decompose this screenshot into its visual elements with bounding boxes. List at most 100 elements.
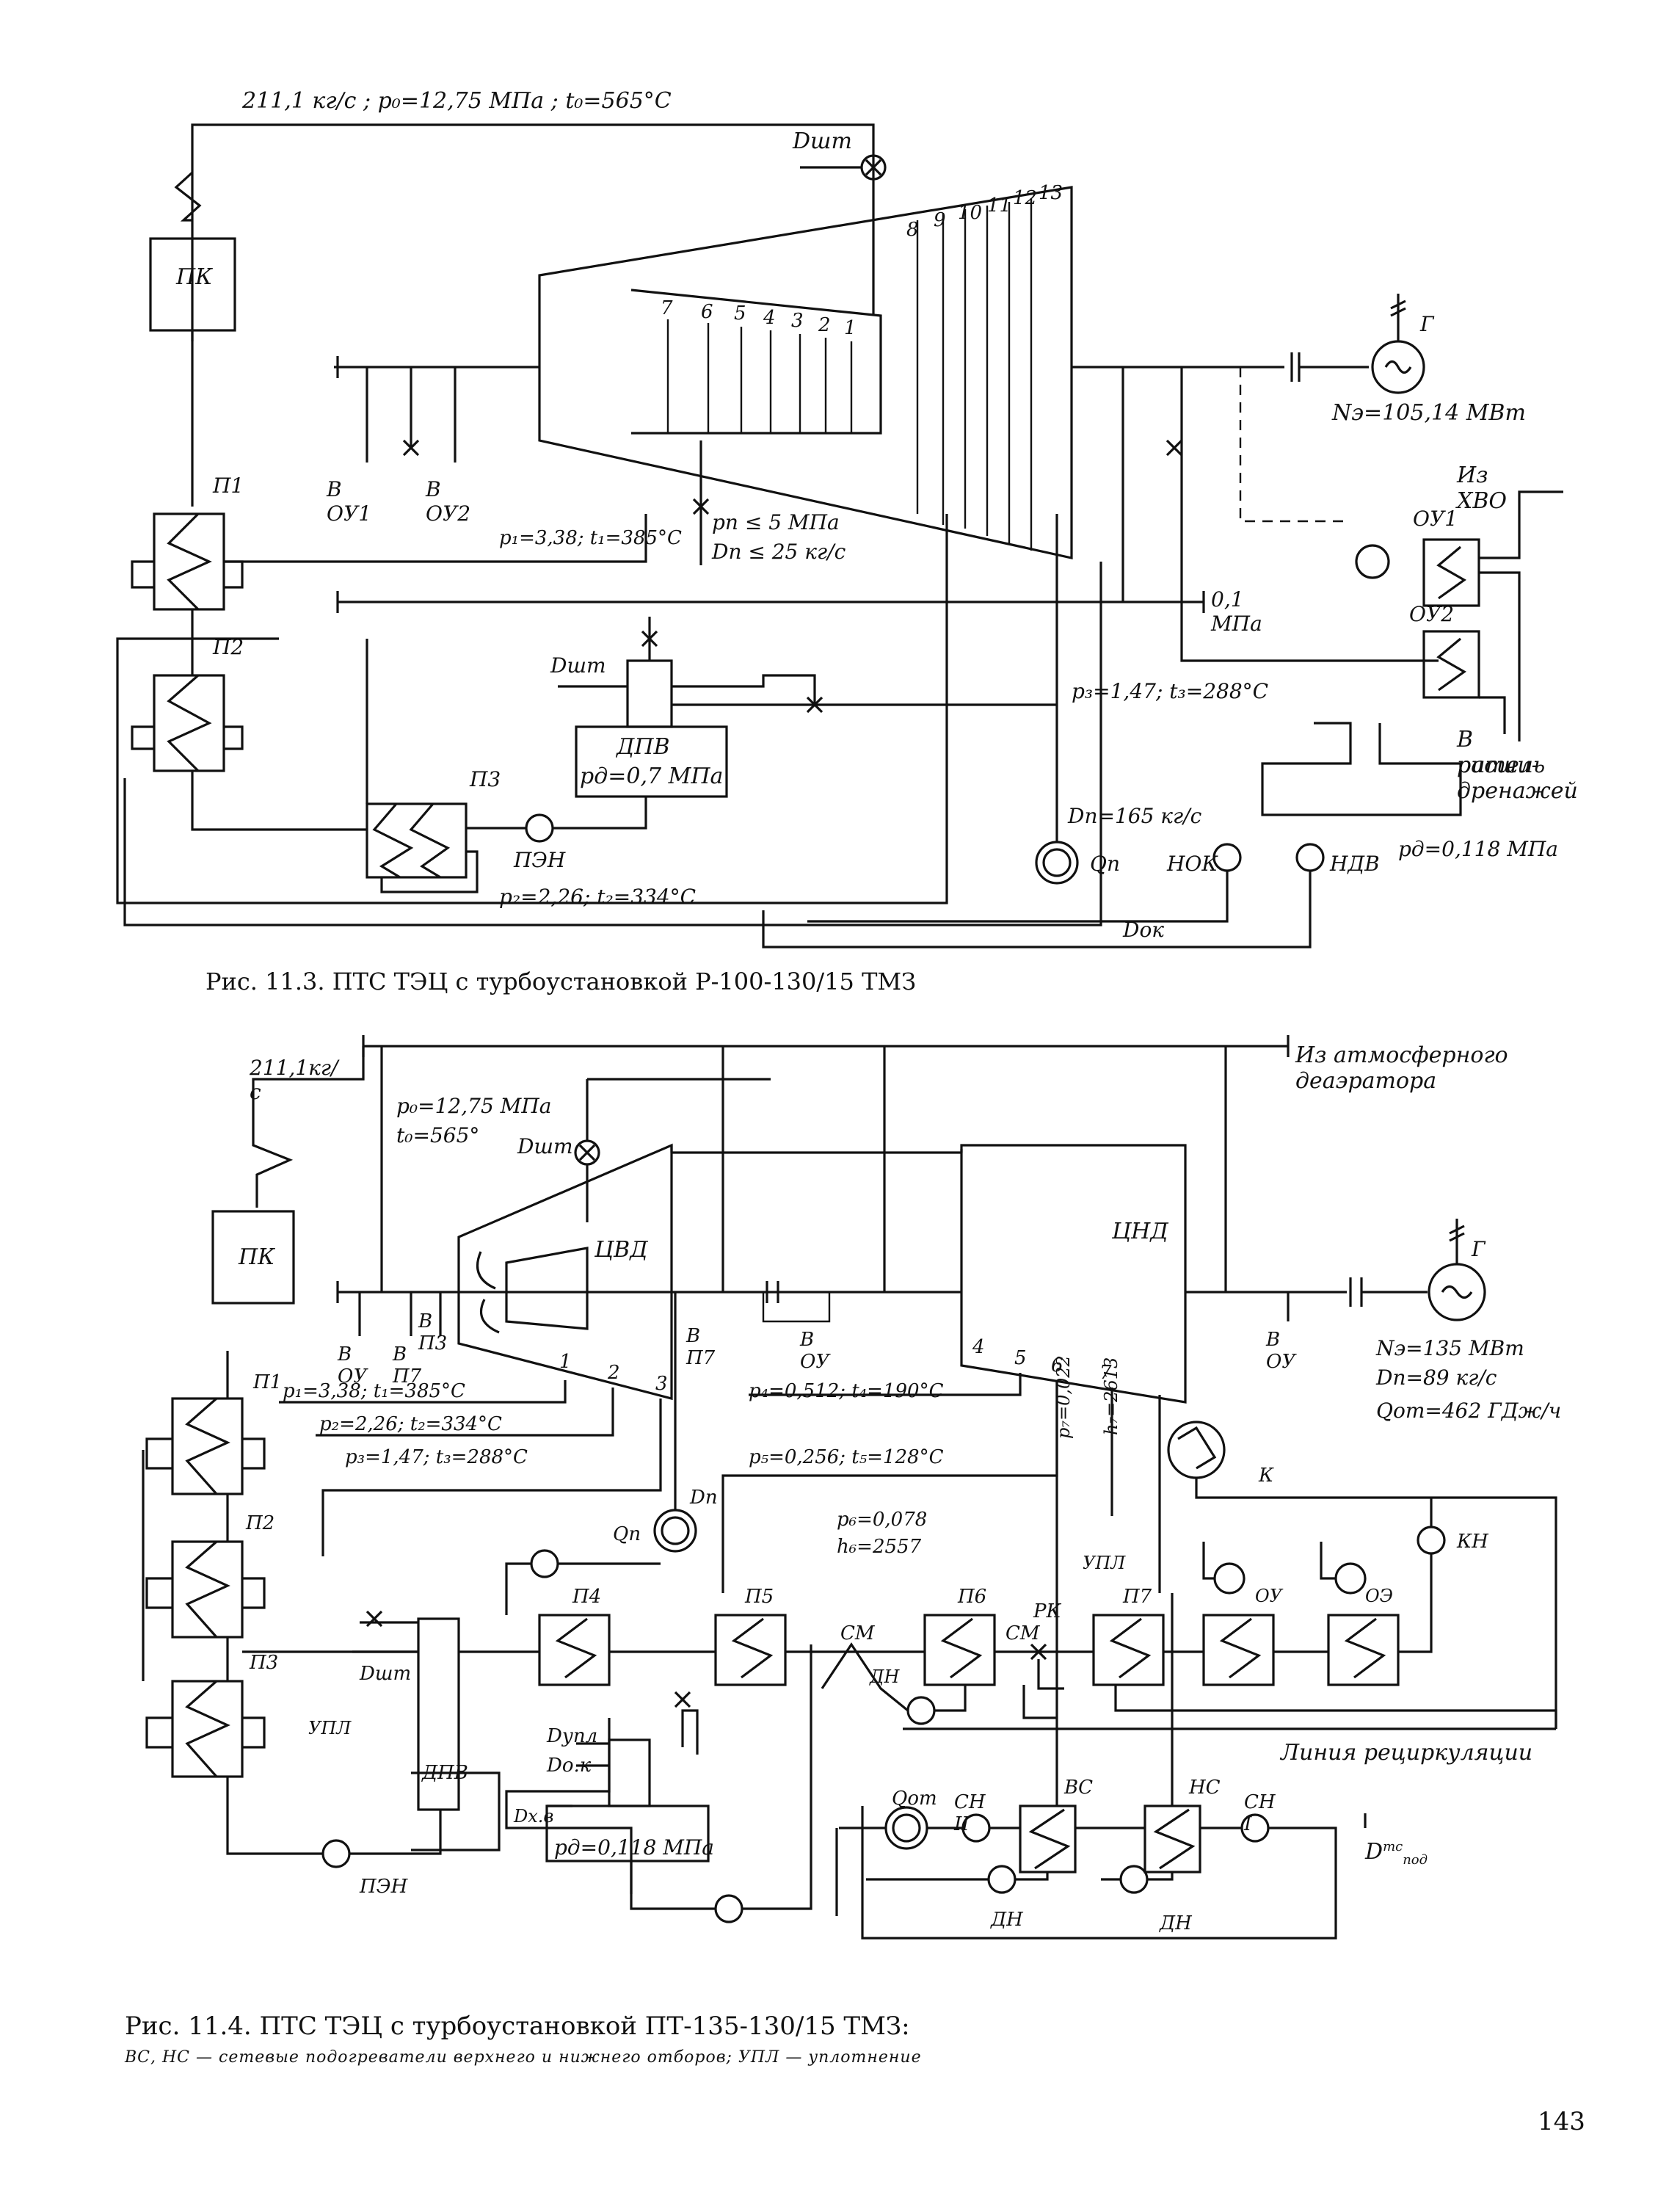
p01-label: 0,1 МПа [1211,587,1262,636]
pk-2-label: ПК [239,1244,275,1270]
oe-label: ОЭ [1365,1586,1394,1606]
pd-2-label: pд=0,118 МПа [554,1835,714,1860]
dn-flow-label: Dп=89 кг/с [1376,1365,1497,1390]
d-pod-label: Dтспод [1365,1839,1428,1868]
p2-heater-2 [171,1540,244,1639]
p1-2-label: П1 [253,1371,283,1393]
ndv-label: НДВ [1330,852,1380,876]
p5-label: П5 [745,1586,774,1608]
drain-label-2: ритель [1457,752,1546,778]
p7-heater [1092,1614,1165,1686]
p7-params: p₇=0,022 [1053,1355,1074,1439]
gen-2-label: Г [1472,1237,1486,1261]
ou2-box [1422,630,1480,699]
oe-heater [1327,1614,1400,1686]
v-ou-b-label: В ОУ [800,1329,830,1373]
sm2-label: СМ [1006,1622,1040,1644]
p3-label: П3 [470,767,501,791]
p7-label: П7 [1123,1586,1152,1608]
ou1-label: ОУ1 [1413,507,1458,531]
dp-limit: Dп ≤ 25 кг/с [712,540,846,564]
kn-label: КН [1457,1531,1488,1553]
kn-pump-icon [1417,1526,1446,1555]
p3-heater-2 [171,1680,244,1778]
sn2-label: СН II [954,1791,986,1835]
iz-atm-2: деаэратора [1295,1068,1437,1094]
ext-5: 5 [1014,1347,1027,1369]
p2-2-label: П2 [246,1512,275,1534]
sn1-label: СН I [1244,1791,1276,1835]
p4-params: p₄=0,512; t₄=190°C [749,1380,944,1402]
steam-main-label: 211,1 кг/с ; p₀=12,75 МПа ; t₀=565°C [242,88,672,114]
v-p3-label: В П3 [418,1310,448,1354]
stage-9: 9 [934,209,946,231]
diagram-fig-11-3 [116,123,1563,948]
turbine-body [538,186,1073,559]
v-p7-b-label: В П7 [686,1325,716,1369]
p3-params: p₃=1,47; t₃=288°C [1072,679,1269,703]
dok-2-label: Dо.к [547,1755,592,1777]
stage-10: 10 [958,202,983,224]
p4-label: П4 [572,1586,602,1608]
pp-limit: pп ≤ 5 МПа [712,510,840,534]
ext-3: 3 [655,1373,668,1395]
v-ou-c-label: В ОУ [1266,1329,1296,1373]
p4-heater [538,1614,611,1686]
stage-11: 11 [987,195,1012,217]
p1-params-2: p₁=3,38; t₁=385°C [283,1380,465,1402]
ext-7: 7 [1099,1362,1112,1384]
dupl-label: Dупл [547,1725,598,1747]
p1-heater-2 [171,1397,244,1495]
p0-label: p₀=12,75 МПа [396,1094,552,1118]
rk-label: РК [1033,1600,1061,1622]
pk-label: ПК [176,264,213,290]
stage-3: 3 [791,310,804,332]
dn-pump-3-icon [1119,1865,1149,1894]
pk-box-2 [211,1210,295,1305]
dpv-2-column [417,1617,460,1811]
page-number: 143 [1538,2107,1585,2136]
qp-label: Qп [1090,852,1120,876]
dpv-label: ДПВ [617,734,670,760]
fig1-caption: Рис. 11.3. ПТС ТЭЦ с турбоустановкой Р-1… [206,968,917,995]
ejector-oe-icon [1334,1562,1367,1595]
stage-12: 12 [1013,187,1038,209]
ou-heater [1202,1614,1275,1686]
dpv-2-label: ДПВ [422,1762,468,1784]
p6-label: П6 [958,1586,987,1608]
dn-pump-2-icon [987,1865,1017,1894]
p6-heater [923,1614,996,1686]
p3-params-2: p₃=1,47; t₃=288°C [345,1446,528,1468]
pd2-label: pд=0,118 МПа [1398,837,1558,861]
ext-4: 4 [972,1336,985,1358]
gen-label: Г [1420,312,1434,336]
fig2-caption: Рис. 11.4. ПТС ТЭЦ с турбоустановкой ПТ-… [125,2012,910,2041]
drain-label-3: дренажей [1457,778,1578,804]
fig2-note: ВС, НС — сетевые подогреватели верхнего … [125,2048,922,2067]
v-p7-a-label: В П7 [393,1343,422,1388]
dn1-label: ДН [870,1666,900,1687]
dsht-label: Dшт [550,653,606,678]
stage-4: 4 [763,307,776,329]
dok-label: Dок [1123,918,1165,942]
p5-heater [714,1614,787,1686]
upl-label: УПЛ [1083,1553,1126,1573]
h7-label: h₇=2613 [1101,1357,1121,1435]
dn3-label: ДН [1160,1912,1192,1934]
ext-6: 6 [1051,1354,1063,1376]
p2-params: p₂=2,26; t₂=334°C [499,885,697,909]
tsvd-label: ЦВД [594,1237,648,1263]
ns-label: НС [1189,1777,1221,1799]
dsht-2-label: Dшт [517,1134,573,1158]
qp-pump-icon [530,1549,559,1578]
stage-2: 2 [818,314,831,336]
ejector-icon [1355,544,1390,579]
p3-2-label: П3 [250,1652,279,1674]
power-2-label: Nэ=135 МВт [1376,1336,1524,1360]
recirc-label: Линия рециркуляции [1281,1740,1533,1766]
power-label: Nэ=105,14 МВт [1332,400,1526,426]
p6-params: p₆=0,078 [837,1509,928,1531]
k-label: К [1259,1465,1274,1487]
vs-label: ВС [1064,1777,1093,1799]
